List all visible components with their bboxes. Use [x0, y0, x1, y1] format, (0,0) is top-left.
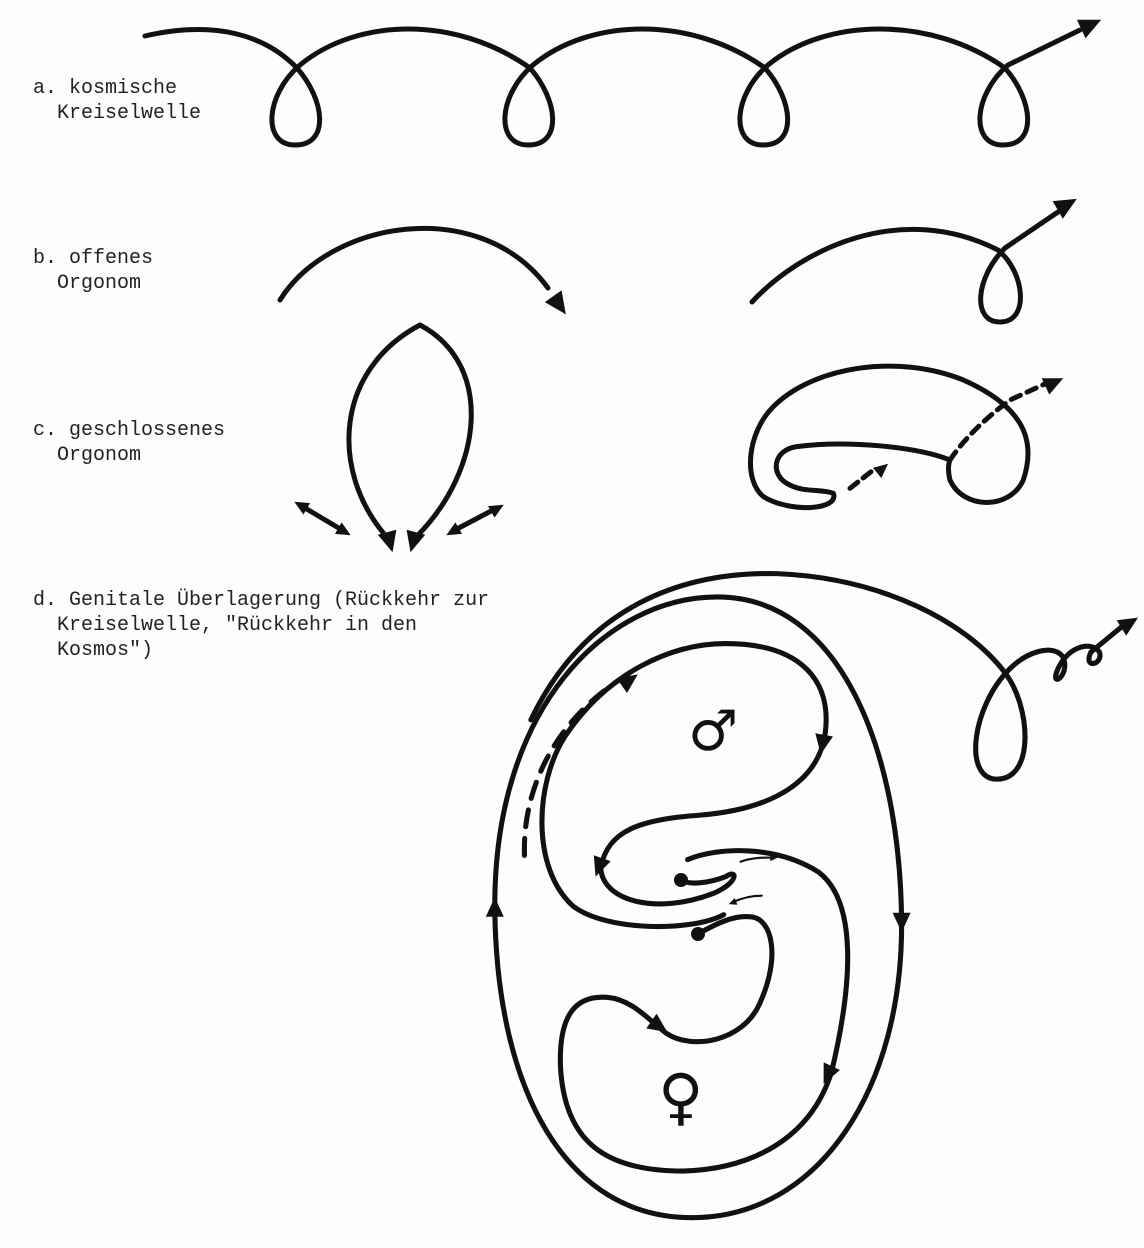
- double-arrow-left: [302, 505, 345, 533]
- label-a: a. kosmische Kreiselwelle: [33, 76, 201, 126]
- small-out-arrowhead: [770, 853, 779, 862]
- label-d: d. Genitale Überlagerung (Rückkehr zur K…: [33, 588, 489, 663]
- small-arrow-out: [739, 856, 774, 863]
- label-c: c. geschlossenes Orgonom: [33, 418, 225, 468]
- male-dot: [674, 873, 688, 887]
- small-arrow-in: [732, 894, 763, 904]
- double-arrow-left-head: [294, 501, 310, 515]
- closed-orgonome-kidney: [748, 363, 1031, 510]
- closed-orgonome-leaf-left: [346, 322, 423, 538]
- double-arrow-right-head2: [488, 504, 504, 518]
- female-dot: [691, 927, 705, 941]
- male-current: [539, 641, 829, 930]
- male-symbol: ♂: [688, 699, 738, 764]
- kidney-dashed-arrowhead: [1041, 378, 1064, 395]
- label-c-line1: c. geschlossenes: [33, 419, 226, 442]
- leaf-left-arrowhead: [377, 529, 397, 553]
- open-loop-arrowhead: [1052, 198, 1077, 219]
- female-symbol: ♀: [658, 1060, 703, 1133]
- kidney-dashed-inner-arrow: [847, 467, 876, 491]
- double-arrow-left-head2: [335, 522, 351, 536]
- cosmos-arrowhead: [1116, 617, 1138, 636]
- label-b-line2: Orgonom: [33, 272, 142, 295]
- label-a-line2: Kreiselwelle: [33, 102, 202, 125]
- wave-arrowhead: [1076, 19, 1102, 39]
- cosmos-tail: [528, 571, 1125, 782]
- label-b-line1: b. offenes: [33, 247, 154, 270]
- open-orgonome-loop: [749, 209, 1061, 325]
- male-left-arrowhead: [593, 855, 611, 877]
- label-d-line2: Kreiselwelle, "Rückkehr in den: [33, 614, 418, 637]
- label-a-line1: a. kosmische: [33, 77, 178, 100]
- label-d-line3: Kosmos"): [33, 639, 154, 662]
- double-arrow-right-head: [446, 522, 462, 536]
- male-down-arrowhead: [815, 733, 833, 755]
- female-down-arrowhead: [823, 1062, 840, 1084]
- cosmic-spinning-wave: [142, 26, 1083, 148]
- double-arrow-right: [452, 507, 496, 533]
- oval-down-arrowhead: [892, 912, 911, 933]
- kidney-inner-arrowhead: [872, 463, 889, 478]
- oval-up-arrowhead: [485, 897, 504, 917]
- closed-orgonome-leaf-right: [415, 322, 474, 538]
- open-orgonome-arc: [277, 225, 551, 303]
- leaf-right-arrowhead: [406, 529, 426, 553]
- open-arc-arrowhead: [544, 290, 566, 315]
- label-d-line1: d. Genitale Überlagerung (Rückkehr zur: [33, 589, 490, 612]
- label-b: b. offenes Orgonom: [33, 246, 153, 296]
- label-c-line2: Orgonom: [33, 444, 142, 467]
- small-in-arrowhead: [728, 898, 738, 905]
- female-current: [557, 848, 851, 1174]
- female-right-arrowhead: [646, 1013, 668, 1033]
- male-up-arrowhead: [616, 674, 638, 693]
- kidney-dashed-exit: [947, 379, 1053, 463]
